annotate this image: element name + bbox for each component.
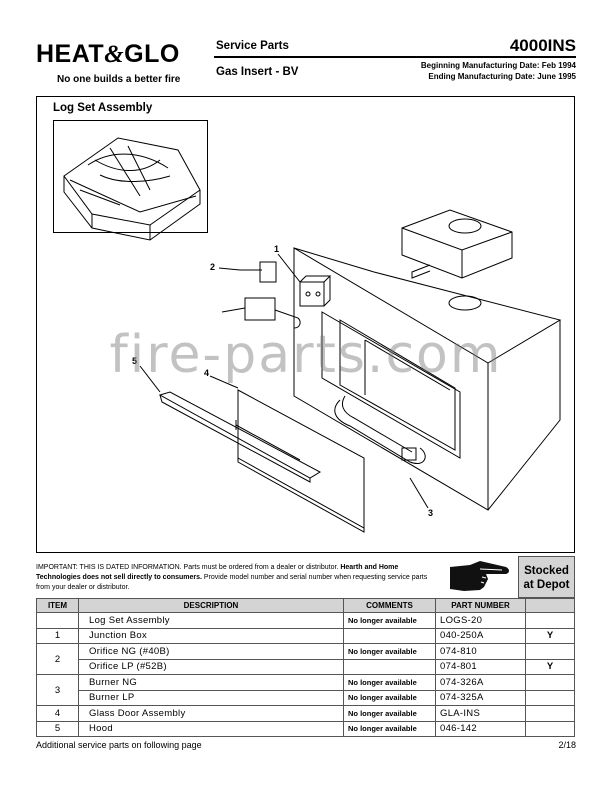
exploded-view-drawing <box>63 137 562 533</box>
end-date: Ending Manufacturing Date: June 1995 <box>428 72 576 81</box>
document-title: Service Parts <box>216 40 289 52</box>
col-comments: COMMENTS <box>343 598 436 613</box>
col-item: ITEM <box>36 598 79 613</box>
model-number: 4000INS <box>509 36 576 55</box>
table-row: Orifice LP (#52B) 074-801 Y <box>37 658 575 675</box>
table-row: 4 Glass Door Assembly No longer availabl… <box>36 705 575 722</box>
leader-2 <box>218 267 241 271</box>
diagram-title: Log Set Assembly <box>53 102 153 114</box>
callout-4: 4 <box>204 368 210 378</box>
leader-1 <box>277 253 301 283</box>
vent-box <box>401 209 513 311</box>
firebox-body <box>293 247 562 511</box>
begin-date: Beginning Manufacturing Date: Feb 1994 <box>420 61 576 70</box>
junction-box-part <box>299 275 332 307</box>
parts-table: ITEM DESCRIPTION COMMENTS PART NUMBER Lo… <box>36 598 575 737</box>
hood-part <box>158 391 322 483</box>
table-row: 3 Burner NG No longer available 074-326A <box>36 674 575 706</box>
manufacturing-dates: Beginning Manufacturing Date: Feb 1994 E… <box>421 60 576 82</box>
page-number: 2/18 <box>558 740 576 750</box>
table-row: Log Set Assembly No longer available LOG… <box>36 612 575 629</box>
callout-5: 5 <box>132 356 138 366</box>
col-stocked <box>525 598 575 613</box>
leader-3 <box>409 477 429 509</box>
callout-1: 1 <box>274 244 280 254</box>
glass-door-part <box>235 389 365 533</box>
col-part-number: PART NUMBER <box>435 598 526 613</box>
heat-glo-logo: HEAT&GLO <box>36 40 180 68</box>
pointing-hand-icon <box>450 561 509 591</box>
callout-2: 2 <box>210 262 216 272</box>
diagram-frame <box>36 96 575 553</box>
callout-3: 3 <box>428 508 434 518</box>
leader-4 <box>209 375 239 389</box>
log-set-inset <box>53 120 208 233</box>
table-row: 1 Junction Box 040-250A Y <box>36 627 575 644</box>
stocked-at-depot-header: Stocked at Depot <box>518 556 575 598</box>
important-notice: IMPORTANT: THIS IS DATED INFORMATION. Pa… <box>36 564 428 591</box>
table-row: 2 Orifice NG (#40B) No longer available … <box>36 643 575 675</box>
leader-5 <box>139 365 161 393</box>
table-header-row: ITEM DESCRIPTION COMMENTS PART NUMBER <box>36 598 575 613</box>
table-row: Burner LP No longer available 074-325A <box>37 689 575 706</box>
footer-note: Additional service parts on following pa… <box>36 740 202 750</box>
burner-part <box>334 395 426 464</box>
document-subtitle: Gas Insert - BV <box>216 66 299 78</box>
header-rule <box>214 56 576 58</box>
log-set-illustration <box>63 137 201 241</box>
col-description: DESCRIPTION <box>78 598 344 613</box>
gas-valve-part <box>221 261 301 329</box>
table-row: 5 Hood No longer available 046-142 <box>36 720 575 737</box>
tagline: No one builds a better fire <box>57 74 181 85</box>
